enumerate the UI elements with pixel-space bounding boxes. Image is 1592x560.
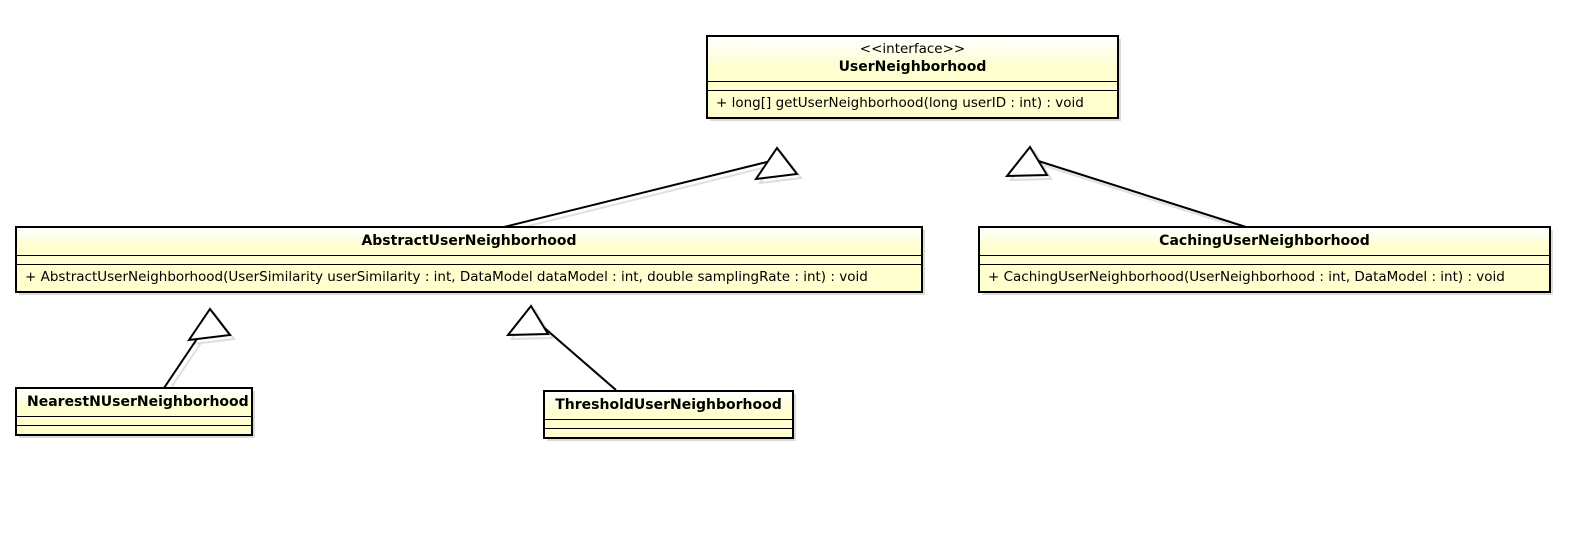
class-header-caching-user-neighborhood: CachingUserNeighborhood <box>980 228 1549 255</box>
class-header-abstract-user-neighborhood: AbstractUserNeighborhood <box>17 228 921 255</box>
edge-abstract-to-userneighborhood <box>503 146 799 228</box>
compartment-divider <box>17 264 921 265</box>
class-header-user-neighborhood: <<interface>> UserNeighborhood <box>708 37 1117 81</box>
class-box-abstract-user-neighborhood[interactable]: AbstractUserNeighborhood + AbstractUserN… <box>15 226 923 293</box>
attributes-compartment <box>17 256 921 264</box>
edge-caching-to-userneighborhood <box>1004 145 1247 228</box>
class-name: ThresholdUserNeighborhood <box>555 397 782 413</box>
compartment-divider <box>708 90 1117 91</box>
class-name: CachingUserNeighborhood <box>1159 233 1370 249</box>
method-signature: + CachingUserNeighborhood(UserNeighborho… <box>988 269 1505 285</box>
class-stereotype: <<interface>> <box>859 41 966 57</box>
class-box-caching-user-neighborhood[interactable]: CachingUserNeighborhood + CachingUserNei… <box>978 226 1551 293</box>
attributes-compartment <box>980 256 1549 264</box>
methods-compartment: + long[] getUserNeighborhood(long userID… <box>708 91 1117 117</box>
methods-compartment: + AbstractUserNeighborhood(UserSimilarit… <box>17 265 921 291</box>
compartment-divider <box>545 419 792 420</box>
compartment-divider <box>980 255 1549 256</box>
method-signature: + long[] getUserNeighborhood(long userID… <box>716 95 1084 111</box>
compartment-divider <box>980 264 1549 265</box>
class-box-nearest-n-user-neighborhood[interactable]: NearestNUserNeighborhood <box>15 387 253 436</box>
attributes-compartment <box>17 417 251 425</box>
class-header-threshold-user-neighborhood: ThresholdUserNeighborhood <box>545 392 792 419</box>
class-name: AbstractUserNeighborhood <box>361 233 577 249</box>
compartment-divider <box>17 425 251 426</box>
class-box-threshold-user-neighborhood[interactable]: ThresholdUserNeighborhood <box>543 390 794 439</box>
compartment-divider <box>545 428 792 429</box>
class-name: UserNeighborhood <box>838 59 987 75</box>
method-signature: + AbstractUserNeighborhood(UserSimilarit… <box>25 269 868 285</box>
methods-compartment <box>545 429 792 437</box>
methods-compartment <box>17 426 251 434</box>
class-box-user-neighborhood[interactable]: <<interface>> UserNeighborhood + long[] … <box>706 35 1119 119</box>
attributes-compartment <box>545 420 792 428</box>
attributes-compartment <box>708 82 1117 90</box>
methods-compartment: + CachingUserNeighborhood(UserNeighborho… <box>980 265 1549 291</box>
compartment-divider <box>708 81 1117 82</box>
edge-threshold-to-abstract <box>505 304 617 391</box>
class-name: NearestNUserNeighborhood <box>27 394 249 410</box>
class-header-nearest-n-user-neighborhood: NearestNUserNeighborhood <box>17 389 251 416</box>
compartment-divider <box>17 416 251 417</box>
edge-nearestn-to-abstract <box>163 307 232 389</box>
compartment-divider <box>17 255 921 256</box>
